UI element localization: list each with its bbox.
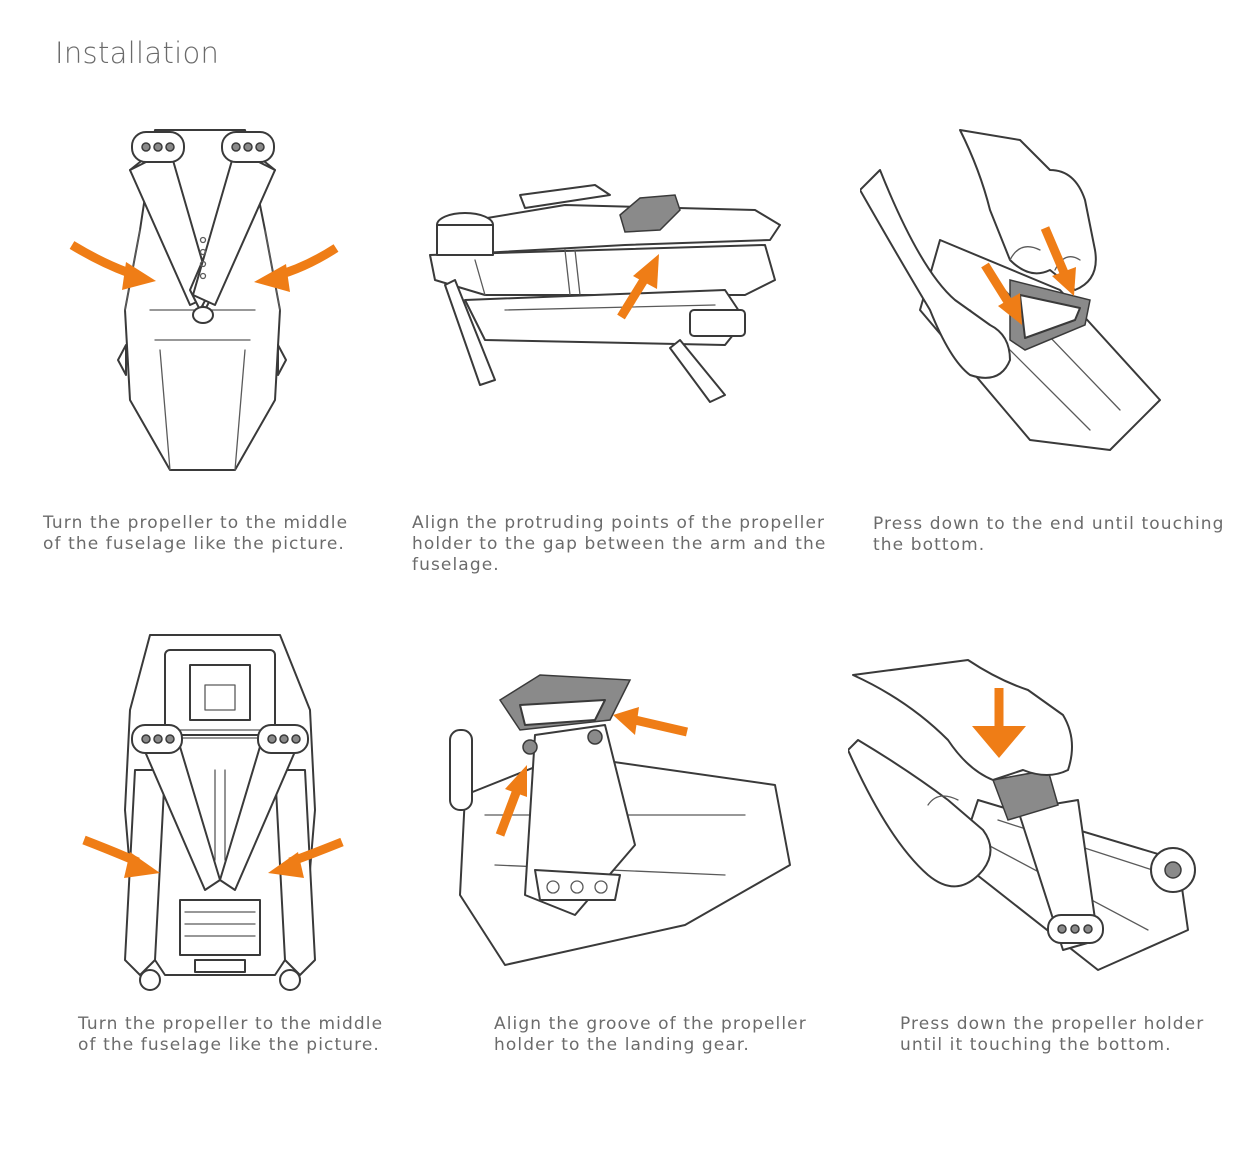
step-2-caption: Align the protruding points of the prope… [412, 513, 827, 575]
orange-arrow-down-left [981, 262, 1022, 325]
hand-lower [860, 169, 1011, 379]
orange-arrow-right [268, 837, 344, 878]
orange-arrow-right [254, 244, 339, 292]
step-5-caption: Align the groove of the propeller holder… [494, 1014, 807, 1055]
orange-arrow-down [972, 688, 1026, 758]
orange-arrow-left [613, 707, 689, 737]
page-title: Installation [55, 36, 220, 70]
step-4-illustration [82, 634, 344, 991]
orange-arrow-left [69, 241, 156, 290]
propeller-holder [498, 674, 632, 731]
propeller-holder [619, 194, 681, 233]
propeller-holder [1009, 279, 1091, 351]
hand-lower [848, 739, 992, 888]
step-5-illustration [449, 674, 791, 966]
orange-arrow-down-right [1040, 226, 1076, 296]
step-3-illustration [860, 129, 1161, 451]
orange-arrow-left [82, 835, 160, 878]
motor-right [1150, 847, 1196, 893]
step-3-caption: Press down to the end until touching the… [873, 514, 1225, 555]
motor-bottom [1047, 914, 1104, 944]
step-1-caption: Turn the propeller to the middle of the … [43, 513, 349, 554]
motor-left [436, 212, 494, 256]
step-6-illustration [848, 659, 1196, 971]
motor-hub-left [131, 724, 183, 754]
step-6-caption: Press down the propeller holder until it… [900, 1014, 1205, 1055]
motor-hub-right [221, 131, 275, 163]
orange-arrow-up [495, 765, 527, 837]
step-2-illustration [429, 184, 781, 403]
motor-hub-left [131, 131, 185, 163]
motor-hub-right [257, 724, 309, 754]
step-4-caption: Turn the propeller to the middle of the … [78, 1014, 384, 1055]
step-1-illustration [69, 129, 339, 471]
hand-upper [852, 659, 1073, 781]
orange-arrow-up [617, 254, 659, 320]
